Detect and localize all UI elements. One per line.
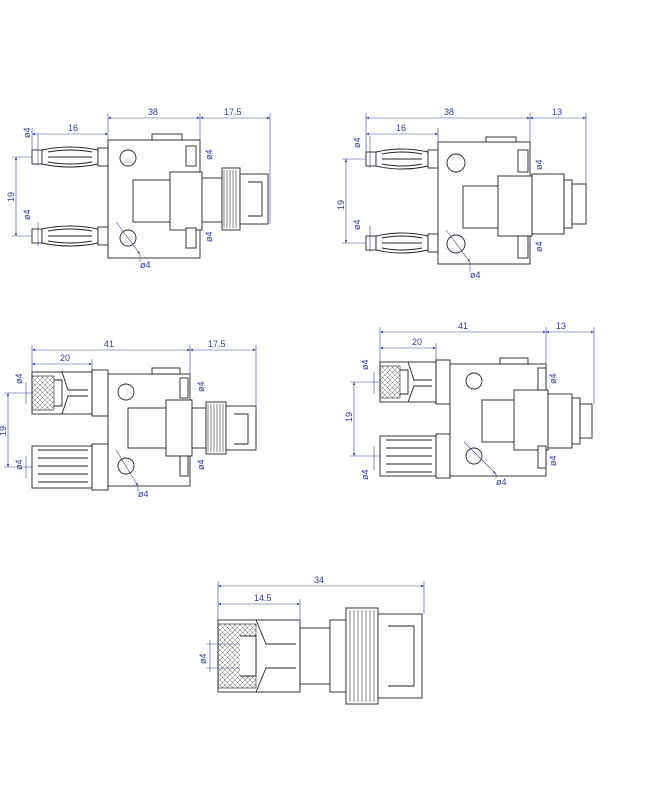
dim-plug-length: 20 [412,337,422,347]
dim-side-dia-top: ø4 [534,159,544,170]
dim-extension: 13 [556,321,566,331]
dim-plug-dia-top: ø4 [360,359,370,370]
banana-plug-bottom [365,232,439,254]
dim-side-dia-bottom: ø4 [534,241,544,252]
dim-plug-dia-top: ø4 [14,373,24,384]
dim-side-dia-bottom: ø4 [548,455,558,466]
dim-side-dia-bottom: ø4 [204,231,214,242]
bnc-connector [201,167,269,231]
dim-side-dia-bottom: ø4 [196,459,206,470]
dim-spacing: 19 [0,426,8,436]
figure-top-left: 38 17.5 16 19 ø4 ø4 ø4 ø4 ø4 [6,107,271,270]
dim-hole-dia: ø4 [140,260,151,270]
dim-overall: 38 [444,107,454,117]
bnc-connector [191,401,257,455]
dim-overall: 34 [314,575,324,585]
mount-hole-top [465,372,483,390]
dim-overall: 38 [148,107,158,117]
mount-hole-top [119,149,137,167]
dim-side-dia-top: ø4 [204,149,214,160]
dim-side-dia-top: ø4 [196,381,206,392]
dim-plug-dia-bottom: ø4 [360,469,370,480]
mount-hole-bottom [119,229,137,247]
dim-hole-dia: ø4 [496,477,507,487]
socket-top [379,361,437,403]
dim-overall: 41 [104,339,114,349]
dim-plug-dia-bottom: ø4 [352,219,362,230]
dim-plug-length: 20 [60,353,70,363]
dim-spacing: 19 [6,192,16,202]
banana-plug-top [31,146,109,168]
socket-top [31,371,93,415]
dim-plug-dia-bottom: ø4 [14,459,24,470]
dim-spacing: 19 [344,412,354,422]
dim-extension: 17.5 [224,107,242,117]
dim-plug-dia-bottom: ø4 [22,209,32,220]
banana-plug-bottom [31,225,109,247]
mount-hole-bottom [465,447,483,465]
dim-socket-length: 14.5 [254,593,272,603]
mount-hole-top [117,383,135,401]
dim-plug-length: 16 [396,123,406,133]
dim-spacing: 19 [336,200,346,210]
dim-plug-dia-top: ø4 [22,127,32,138]
bnc-connector [329,607,423,705]
figure-top-right: 38 13 16 19 ø4 ø4 ø4 ø4 ø4 [336,107,587,280]
figure-bottom: 34 14.5 ø4 [198,575,425,705]
socket-bottom [31,445,93,489]
mount-hole-bottom [117,457,135,475]
dim-socket-dia: ø4 [198,653,208,664]
mount-hole-bottom [446,234,466,254]
dim-overall: 41 [458,321,468,331]
dim-hole-dia: ø4 [470,270,481,280]
dim-plug-length: 16 [68,123,78,133]
figure-mid-left: 41 17.5 20 19 ø4 ø4 ø4 ø4 ø4 [0,339,257,499]
dim-plug-dia-top: ø4 [352,137,362,148]
socket-bottom [379,435,437,477]
dim-extension: 17.5 [208,339,226,349]
banana-plug-top [365,148,439,170]
top-tab [151,133,183,141]
mount-hole-top [446,153,466,173]
bnc-socket [531,173,587,235]
dim-hole-dia: ø4 [138,489,149,499]
dim-side-dia-top: ø4 [548,373,558,384]
dim-extension: 13 [552,107,562,117]
bnc-socket [547,393,593,449]
figure-mid-right: 41 13 20 19 ø4 ø4 ø4 ø4 ø4 [344,321,595,487]
